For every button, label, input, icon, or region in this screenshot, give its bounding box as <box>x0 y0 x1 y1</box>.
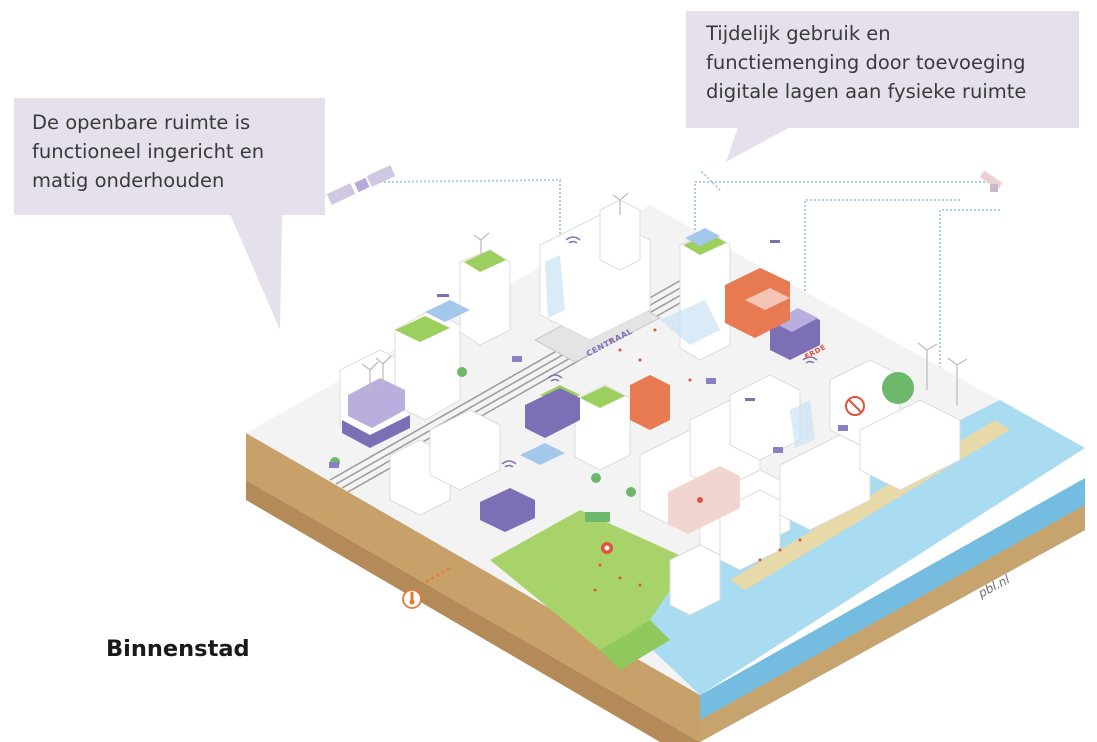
billboard <box>668 466 740 534</box>
no-bike-sign-icon <box>845 396 865 416</box>
river <box>600 400 1085 695</box>
solar-panels <box>425 228 720 465</box>
vehicles <box>329 356 848 468</box>
wind-turbine-icon <box>361 192 968 405</box>
callout-left-tail <box>230 214 282 330</box>
data-streams <box>379 169 1000 420</box>
callout-right-tail <box>726 127 790 162</box>
sensor-beams <box>545 255 815 448</box>
location-pin-icon <box>601 542 613 554</box>
callout-digital-layers: Tijdelijk gebruik en functiemenging door… <box>686 11 1079 128</box>
satellite-icon <box>326 165 396 205</box>
people <box>593 328 802 592</box>
area-label: Binnenstad <box>106 636 250 662</box>
soil-layer <box>246 433 700 742</box>
purple-facades-light <box>348 308 818 428</box>
wifi-icon <box>501 236 818 468</box>
park <box>490 510 690 650</box>
callout-public-space: De openbare ruimte is functioneel ingeri… <box>14 98 325 215</box>
satellite-icon <box>979 170 1003 192</box>
drone-icon <box>437 240 780 401</box>
thermometer-icon <box>402 567 451 609</box>
